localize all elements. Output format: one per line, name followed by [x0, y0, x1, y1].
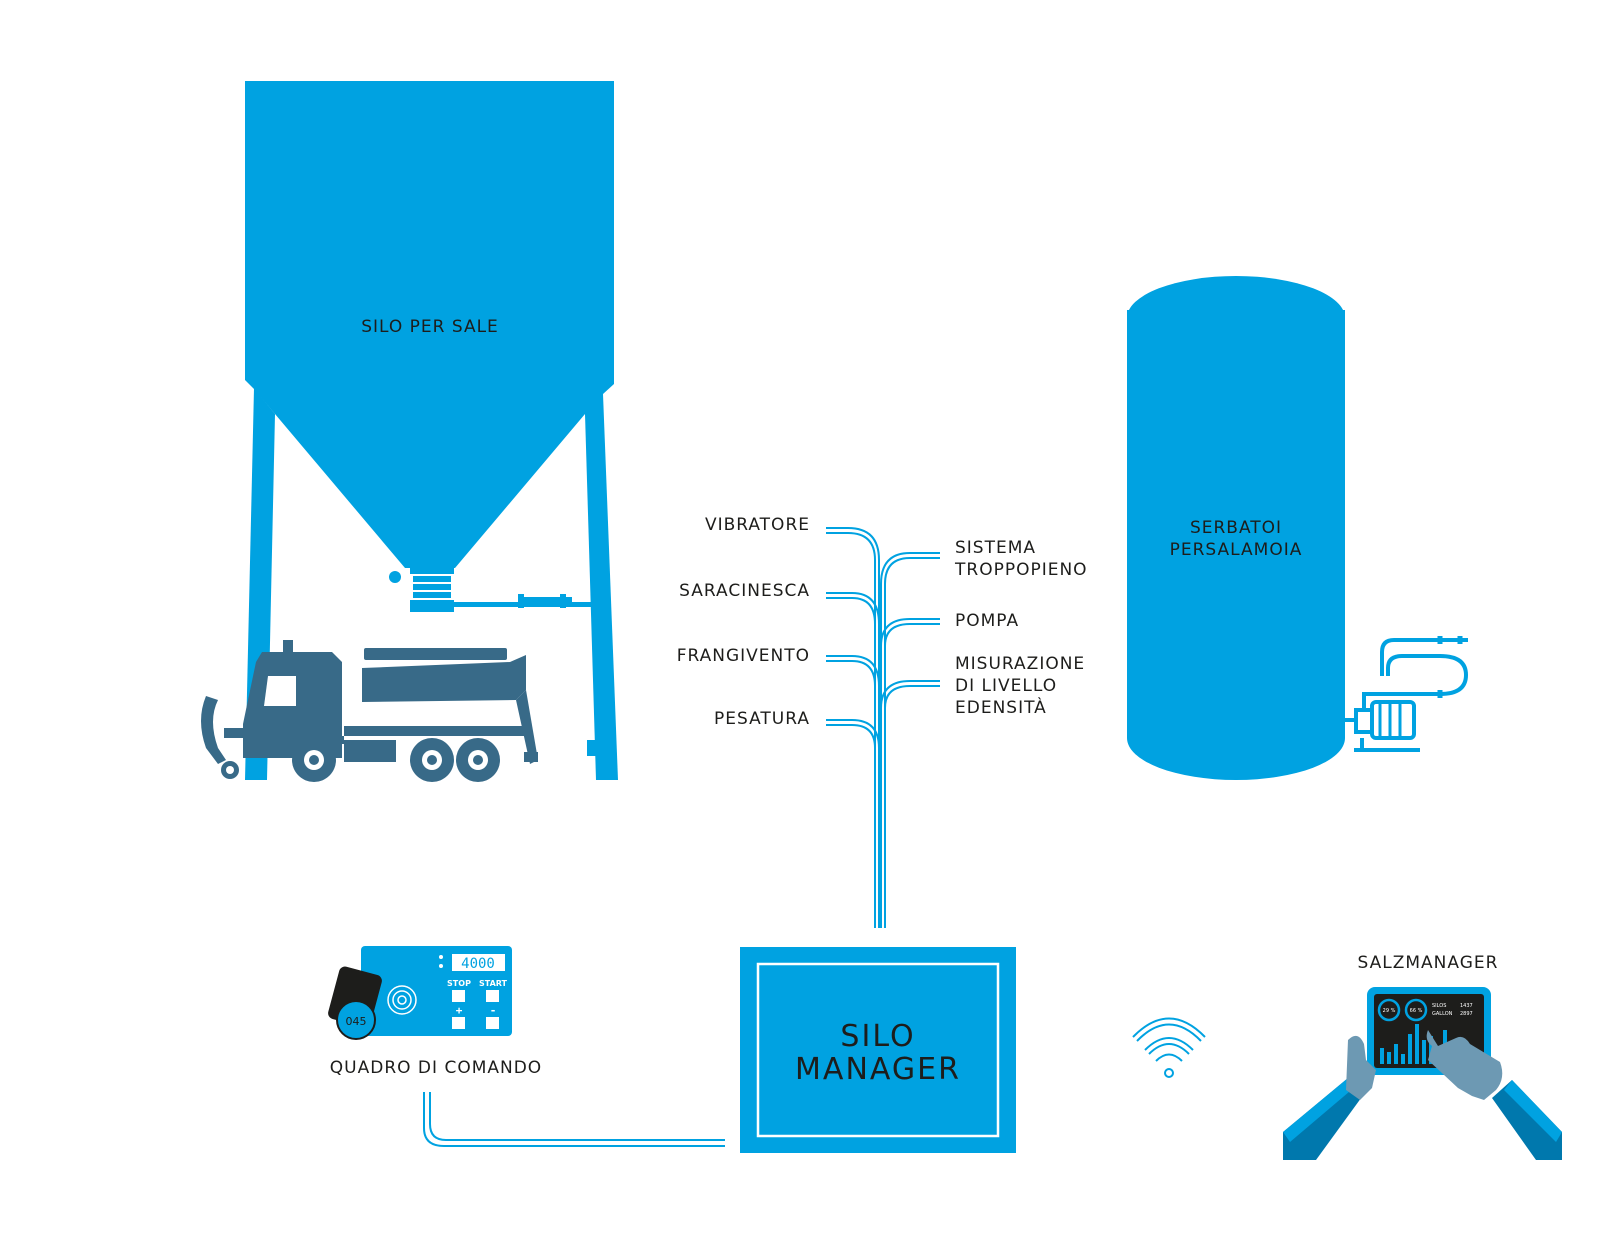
label-pompa-text: POMPA: [955, 611, 1020, 631]
silo-manager-line-2: MANAGER: [795, 1052, 961, 1087]
brine-tank-label-line-2: PERSALAMOIA: [1169, 540, 1303, 560]
tablet-icon: [1283, 987, 1562, 1160]
silo-label: SILO PER SALE: [361, 317, 499, 337]
control-panel-icon: [328, 946, 512, 1040]
key-fob-number: 045: [346, 1015, 367, 1028]
panel-plus: +: [456, 1004, 463, 1017]
truck-windows: [264, 676, 296, 706]
label-pompa: POMPA: [955, 610, 1019, 632]
tablet-col2-a: 1437: [1460, 1003, 1473, 1009]
wifi-icon: [1132, 1017, 1206, 1078]
tablet-gauge-2: 66 %: [1410, 1008, 1423, 1014]
silo-icon: [245, 81, 618, 780]
tablet-col2-b: 2897: [1460, 1011, 1473, 1017]
label-sistema: SISTEMA: [955, 538, 1037, 558]
tablet-col1-a: SILOS: [1432, 1003, 1446, 1009]
brine-tank-label: SERBATOI PERSALAMOIA: [1136, 517, 1336, 561]
label-pesatura: PESATURA: [714, 709, 810, 729]
label-vibratore: VIBRATORE: [704, 515, 810, 535]
tablet-gauge-1: 29 %: [1383, 1008, 1396, 1014]
silo-manager-line-1: SILO: [840, 1019, 916, 1054]
label-saracinesca: SARACINESCA: [679, 581, 810, 601]
cable-harness: [423, 527, 940, 1147]
label-misurazione: MISURAZIONE DI LIVELLO EDENSITÀ: [955, 653, 1085, 719]
panel-stop: STOP: [447, 979, 471, 988]
label-misurazione-3: EDENSITÀ: [955, 698, 1047, 718]
label-misurazione-2: DI LIVELLO: [955, 676, 1058, 696]
pump-icon: [1345, 636, 1469, 752]
silo-manager-title: SILO MANAGER: [758, 1020, 998, 1086]
tablet-texts: 29 % 66 % SILOS GALLON 1437 2897: [1383, 1003, 1473, 1017]
panel-start: START: [479, 979, 508, 988]
brine-tank-icon: [1127, 276, 1345, 780]
panel-display: 4000: [461, 956, 495, 972]
label-troppopieno: TROPPOPIENO: [955, 560, 1088, 580]
salzmanager-label: SALZMANAGER: [1357, 953, 1499, 973]
label-misurazione-1: MISURAZIONE: [955, 654, 1086, 674]
tablet-col1-b: GALLON: [1432, 1011, 1453, 1017]
truck-wheels: [221, 738, 500, 782]
brine-tank-label-line-1: SERBATOI: [1189, 518, 1283, 538]
control-panel-texts: 4000 STOP START + - 045: [346, 956, 508, 1028]
panel-minus: -: [490, 1004, 497, 1017]
label-frangivento: FRANGIVENTO: [676, 646, 810, 666]
label-sistema-troppopieno: SISTEMA TROPPOPIENO: [955, 537, 1088, 581]
key-fob-icon: [328, 966, 382, 1040]
rfid-reader-icon: [387, 985, 417, 1015]
silo-manager-box: [740, 947, 1016, 1153]
control-panel-label: QUADRO DI COMANDO: [329, 1058, 543, 1078]
